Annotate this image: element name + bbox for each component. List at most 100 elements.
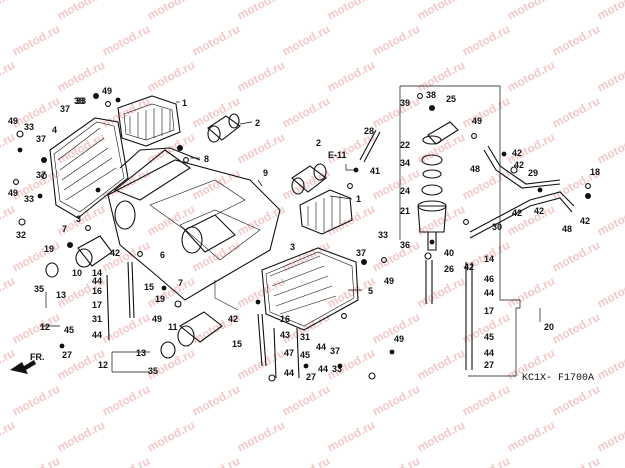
watermark-text: motod.ru — [505, 418, 557, 455]
bolt-icon — [429, 239, 435, 245]
callout-l13a: 13 — [56, 290, 66, 300]
watermark-text: motod.ru — [280, 454, 332, 468]
callout-l38b: 38 — [426, 90, 436, 100]
bolt-icon — [18, 218, 26, 226]
watermark-text: motod.ru — [415, 202, 467, 239]
bolt-icon — [255, 299, 261, 305]
callout-l35b: 35 — [148, 366, 158, 376]
watermark-text: motod.ru — [235, 418, 287, 455]
callout-l42g: 42 — [534, 206, 544, 216]
callout-l49a: 49 — [102, 86, 112, 96]
watermark-text: motod.ru — [460, 382, 512, 419]
watermark-text: motod.ru — [370, 382, 422, 419]
callout-l1b: 1 — [356, 194, 361, 204]
callout-l33e: 33 — [332, 364, 342, 374]
fasteners-bolts — [13, 93, 591, 382]
watermark-text: motod.ru — [55, 58, 107, 95]
watermark-text: motod.ru — [460, 94, 512, 131]
watermark-text: motod.ru — [325, 58, 377, 95]
bolt-icon — [177, 145, 183, 151]
callout-l44d: 44 — [316, 342, 326, 352]
watermark-text: motod.ru — [505, 274, 557, 311]
watermark-text: motod.ru — [10, 238, 62, 275]
bolt-icon — [115, 97, 121, 103]
upper-air-filter-element — [117, 95, 181, 147]
bolt-icon — [85, 225, 91, 231]
bolt-icon — [471, 133, 477, 139]
watermark-text: motod.ru — [505, 0, 557, 23]
bolt-icon — [510, 166, 518, 174]
watermark-text: motod.ru — [415, 58, 467, 95]
callout-l14b: 14 — [484, 254, 494, 264]
watermark-text: motod.ru — [10, 454, 62, 468]
callout-l47: 47 — [284, 348, 294, 358]
connecting-tube-right — [291, 163, 327, 195]
watermark-text: motod.ru — [0, 274, 17, 311]
reference-label: E-11 — [328, 150, 347, 160]
watermark-text: motod.ru — [235, 202, 287, 239]
bolt-icon — [174, 300, 182, 308]
callout-l16b: 16 — [280, 314, 290, 324]
callout-l12b: 12 — [98, 360, 108, 370]
callout-l4: 4 — [52, 125, 57, 135]
callout-l44g: 44 — [484, 348, 494, 358]
callout-l20: 20 — [544, 322, 554, 332]
air-cleaner-case — [107, 147, 281, 311]
leader-lines — [40, 101, 541, 373]
watermark-text: motod.ru — [595, 130, 625, 167]
watermark-text: motod.ru — [460, 22, 512, 59]
callout-l19b: 19 — [155, 294, 165, 304]
callout-l45b: 45 — [300, 350, 310, 360]
watermark-text: motod.ru — [595, 274, 625, 311]
watermark-text: motod.ru — [235, 58, 287, 95]
callout-l49d: 49 — [152, 314, 162, 324]
callout-l33b: 33 — [24, 194, 34, 204]
bolt-icon — [585, 183, 591, 189]
right-air-cleaner-cover — [261, 247, 359, 331]
callout-l49b: 49 — [8, 116, 18, 126]
bolt-icon — [429, 105, 435, 111]
callout-l16a: 16 — [92, 286, 102, 296]
callout-l28: 28 — [364, 126, 374, 136]
callout-l11: 11 — [168, 322, 178, 332]
bolt-icon — [268, 374, 276, 382]
bolt-icon — [389, 349, 395, 355]
bolt-icon — [37, 193, 43, 199]
callout-l18: 18 — [590, 167, 600, 177]
callout-l31b: 31 — [300, 332, 310, 342]
bolt-icon — [303, 363, 309, 369]
intake-duct-lower — [45, 235, 223, 359]
bolt-icon — [41, 157, 47, 163]
callout-l15b: 15 — [232, 339, 242, 349]
watermark-text: motod.ru — [235, 274, 287, 311]
watermark-text: motod.ru — [145, 0, 197, 23]
callout-l21: 21 — [400, 206, 410, 216]
callout-l37a: 37 — [60, 104, 70, 114]
callout-l6: 6 — [160, 250, 165, 260]
callout-l41: 41 — [370, 166, 380, 176]
watermark-text: motod.ru — [145, 58, 197, 95]
bolt-icon — [67, 242, 73, 248]
watermark-text: motod.ru — [550, 454, 602, 468]
watermark-text: motod.ru — [0, 0, 17, 23]
watermark-text: motod.ru — [0, 202, 17, 239]
callout-l33d: 33 — [378, 230, 388, 240]
callout-l37d: 37 — [356, 248, 366, 258]
callout-l2b: 2 — [316, 138, 321, 148]
watermark-text: motod.ru — [145, 418, 197, 455]
connecting-tube-upper — [207, 113, 241, 143]
bolt-icon — [95, 187, 101, 193]
callout-l36: 36 — [400, 240, 410, 250]
callout-l49g: 49 — [472, 116, 482, 126]
bolt-icon — [183, 157, 189, 163]
callout-l15a: 15 — [144, 282, 154, 292]
callout-l42e: 42 — [514, 160, 524, 170]
bolt-icon — [93, 93, 99, 99]
callout-l29: 29 — [528, 168, 538, 178]
watermark-text: motod.ru — [100, 382, 152, 419]
callout-l43: 43 — [280, 330, 290, 340]
watermark-text: motod.ru — [370, 94, 422, 131]
callout-l9: 9 — [263, 168, 268, 178]
callout-l27a: 27 — [62, 350, 72, 360]
